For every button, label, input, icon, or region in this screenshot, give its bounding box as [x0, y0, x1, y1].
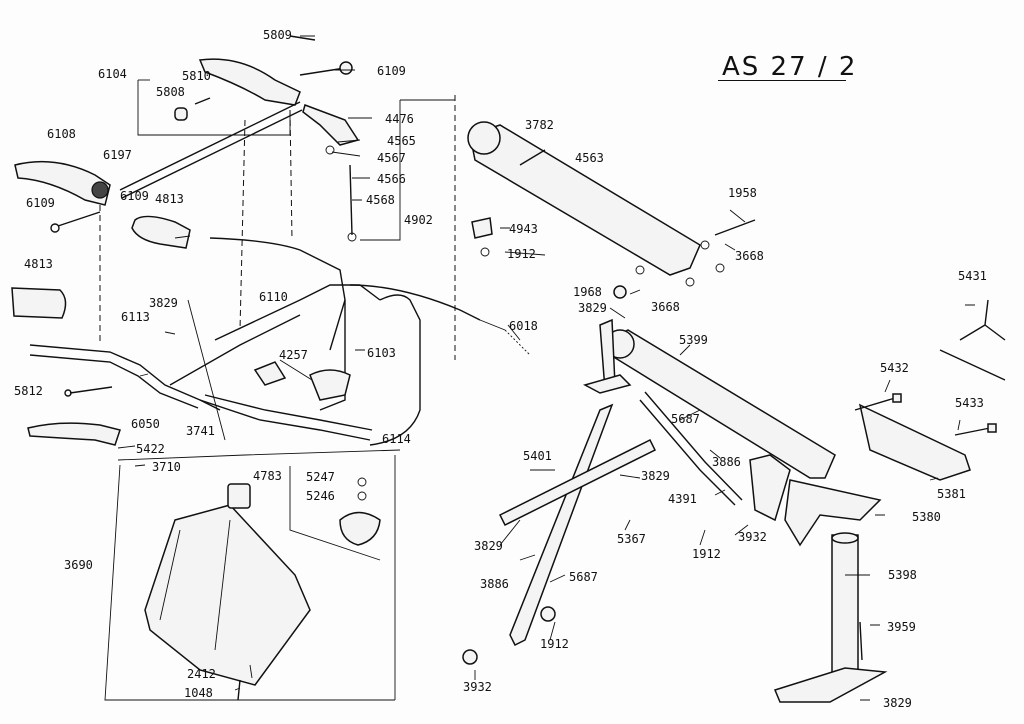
- part-label: 5687: [569, 570, 598, 584]
- part-label: 6050: [131, 417, 160, 431]
- part-label: 4783: [253, 469, 282, 483]
- part-label: 5380: [912, 510, 941, 524]
- part-label: 6109: [26, 196, 55, 210]
- part-label: 3829: [149, 296, 178, 310]
- part-label: 3690: [64, 558, 93, 572]
- part-label: 3829: [641, 469, 670, 483]
- part-label: 4566: [377, 172, 406, 186]
- part-label: 1048: [184, 686, 213, 700]
- part-label: 6114: [382, 432, 411, 446]
- lever-6104: [198, 58, 301, 106]
- title-underline: [718, 80, 846, 81]
- part-label: 3932: [738, 530, 767, 544]
- part-label: 4568: [366, 193, 395, 207]
- part-label: 3829: [474, 539, 503, 553]
- part-label: 6113: [121, 310, 150, 324]
- part-label: 4563: [575, 151, 604, 165]
- part-label: 6197: [103, 148, 132, 162]
- part-label: 3741: [186, 424, 215, 438]
- part-label: 6103: [367, 346, 396, 360]
- part-label: 6110: [259, 290, 288, 304]
- part-label: 4813: [24, 257, 53, 271]
- part-label: 5398: [888, 568, 917, 582]
- part-label: 3829: [578, 301, 607, 315]
- part-label: 3668: [735, 249, 764, 263]
- part-label: 5812: [14, 384, 43, 398]
- part-label: 4565: [387, 134, 416, 148]
- part-label: 5808: [156, 85, 185, 99]
- part-label: 5401: [523, 449, 552, 463]
- part-label: 5432: [880, 361, 909, 375]
- part-label: 1912: [540, 637, 569, 651]
- part-label: 5367: [617, 532, 646, 546]
- part-label: 5809: [263, 28, 292, 42]
- part-label: 5422: [136, 442, 165, 456]
- diagram-title: AS 27 / 2: [722, 52, 858, 82]
- part-label: 5433: [955, 396, 984, 410]
- part-label: 5431: [958, 269, 987, 283]
- part-label: 5687: [671, 412, 700, 426]
- part-label: 3710: [152, 460, 181, 474]
- part-label: 1912: [692, 547, 721, 561]
- part-label: 2412: [187, 667, 216, 681]
- part-label: 1912: [507, 247, 536, 261]
- part-label: 3886: [712, 455, 741, 469]
- part-label: 6104: [98, 67, 127, 81]
- part-label: 5381: [937, 487, 966, 501]
- part-label: 3886: [480, 577, 509, 591]
- part-label: 4902: [404, 213, 433, 227]
- part-label: 4943: [509, 222, 538, 236]
- part-label: 6109: [120, 189, 149, 203]
- part-label: 3959: [887, 620, 916, 634]
- part-label: 4567: [377, 151, 406, 165]
- part-label: 3782: [525, 118, 554, 132]
- part-label: 3932: [463, 680, 492, 694]
- part-label: 1958: [728, 186, 757, 200]
- part-label: 5247: [306, 470, 335, 484]
- part-label: 6109: [377, 64, 406, 78]
- part-label: 3829: [883, 696, 912, 710]
- part-label: 4257: [279, 348, 308, 362]
- part-label: 1968: [573, 285, 602, 299]
- part-label: 5399: [679, 333, 708, 347]
- part-label: 4476: [385, 112, 414, 126]
- part-label: 6108: [47, 127, 76, 141]
- part-label: 3668: [651, 300, 680, 314]
- part-label: 5246: [306, 489, 335, 503]
- part-label: 6018: [509, 319, 538, 333]
- part-label: 5810: [182, 69, 211, 83]
- part-label: 4391: [668, 492, 697, 506]
- part-label: 4813: [155, 192, 184, 206]
